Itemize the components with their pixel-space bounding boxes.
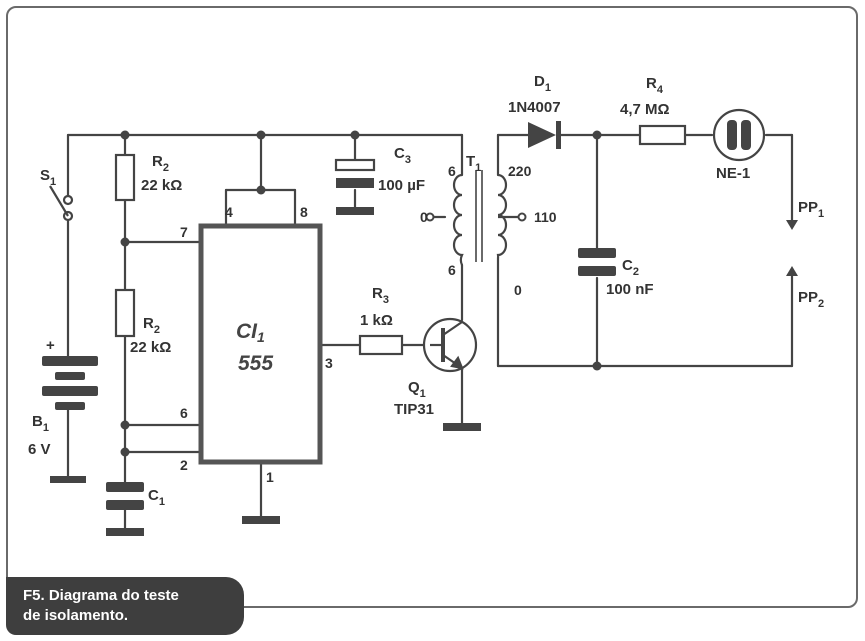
ic-pin-8: 8 <box>300 204 308 220</box>
t1-secondary-top: 220 <box>508 163 532 179</box>
ic-pin-6: 6 <box>180 405 188 421</box>
t1-primary-mid: 0 <box>420 209 428 225</box>
label-b1: B1 <box>32 413 49 434</box>
transistor-q1 <box>422 317 478 373</box>
ic-pin-1: 1 <box>266 469 274 485</box>
capacitor-c1 <box>106 482 144 536</box>
label-r3: R3 <box>372 285 389 306</box>
label-c3-value: 100 µF <box>378 177 425 194</box>
t1-primary-top: 6 <box>448 163 456 179</box>
diode-d1 <box>528 121 561 149</box>
label-r2-top-value: 22 kΩ <box>141 177 182 194</box>
label-b1-polarity: + <box>46 337 55 354</box>
label-q1-part: TIP31 <box>394 401 434 418</box>
label-r2-bottom: R2 <box>143 315 160 336</box>
label-r3-value: 1 kΩ <box>360 312 393 329</box>
label-d1-part: 1N4007 <box>508 99 561 116</box>
ic-part: 555 <box>238 352 273 375</box>
neon-lamp-ne1 <box>712 108 766 162</box>
ic-pin-2: 2 <box>180 457 188 473</box>
battery-b1 <box>42 356 98 410</box>
t1-primary-bottom: 6 <box>448 262 456 278</box>
label-r4: R4 <box>646 75 664 96</box>
ic-555 <box>198 223 323 465</box>
label-c2-value: 100 nF <box>606 281 654 298</box>
label-c1: C1 <box>148 487 165 508</box>
caption-line-1: F5. Diagrama do teste <box>23 587 179 604</box>
t1-secondary-mid: 110 <box>534 209 557 225</box>
capacitor-c2 <box>578 248 616 276</box>
switch-s1 <box>49 185 74 222</box>
label-d1: D1 <box>534 73 551 94</box>
ground-symbol <box>443 423 481 431</box>
caption-line-2: de isolamento. <box>23 607 129 624</box>
label-c2: C2 <box>622 257 639 278</box>
label-b1-value: 6 V <box>28 441 51 458</box>
label-pp1: PP1 <box>798 199 824 220</box>
ground-symbol <box>50 476 86 483</box>
ic-pin-3: 3 <box>325 355 333 371</box>
probe-point-pp1-arrow <box>786 220 798 230</box>
capacitor-c3 <box>334 158 376 215</box>
probe-point-pp2-arrow <box>786 266 798 276</box>
label-c3: C3 <box>394 145 411 166</box>
resistor-r3 <box>358 334 404 356</box>
t1-secondary-bottom: 0 <box>514 282 522 298</box>
transformer-t1 <box>452 170 520 266</box>
label-pp2: PP2 <box>798 289 824 310</box>
figure-caption: F5. Diagrama do teste de isolamento. <box>6 577 244 635</box>
ic-pin-4: 4 <box>225 204 233 220</box>
resistor-r4 <box>638 124 687 146</box>
resistor-r2-top <box>114 153 136 202</box>
label-r2-top: R2 <box>152 153 169 174</box>
figure-frame <box>6 6 858 608</box>
label-s1: S1 <box>40 167 56 188</box>
ic-pin-7: 7 <box>180 224 188 240</box>
label-t1: T1 <box>466 153 481 174</box>
label-r2-bottom-value: 22 kΩ <box>130 339 171 356</box>
ic-name: CI1 <box>236 320 265 345</box>
resistor-r2-bottom <box>114 288 136 338</box>
label-q1: Q1 <box>408 379 426 400</box>
ground-symbol <box>242 516 280 524</box>
label-r4-value: 4,7 MΩ <box>620 101 670 118</box>
label-ne1: NE-1 <box>716 165 750 182</box>
